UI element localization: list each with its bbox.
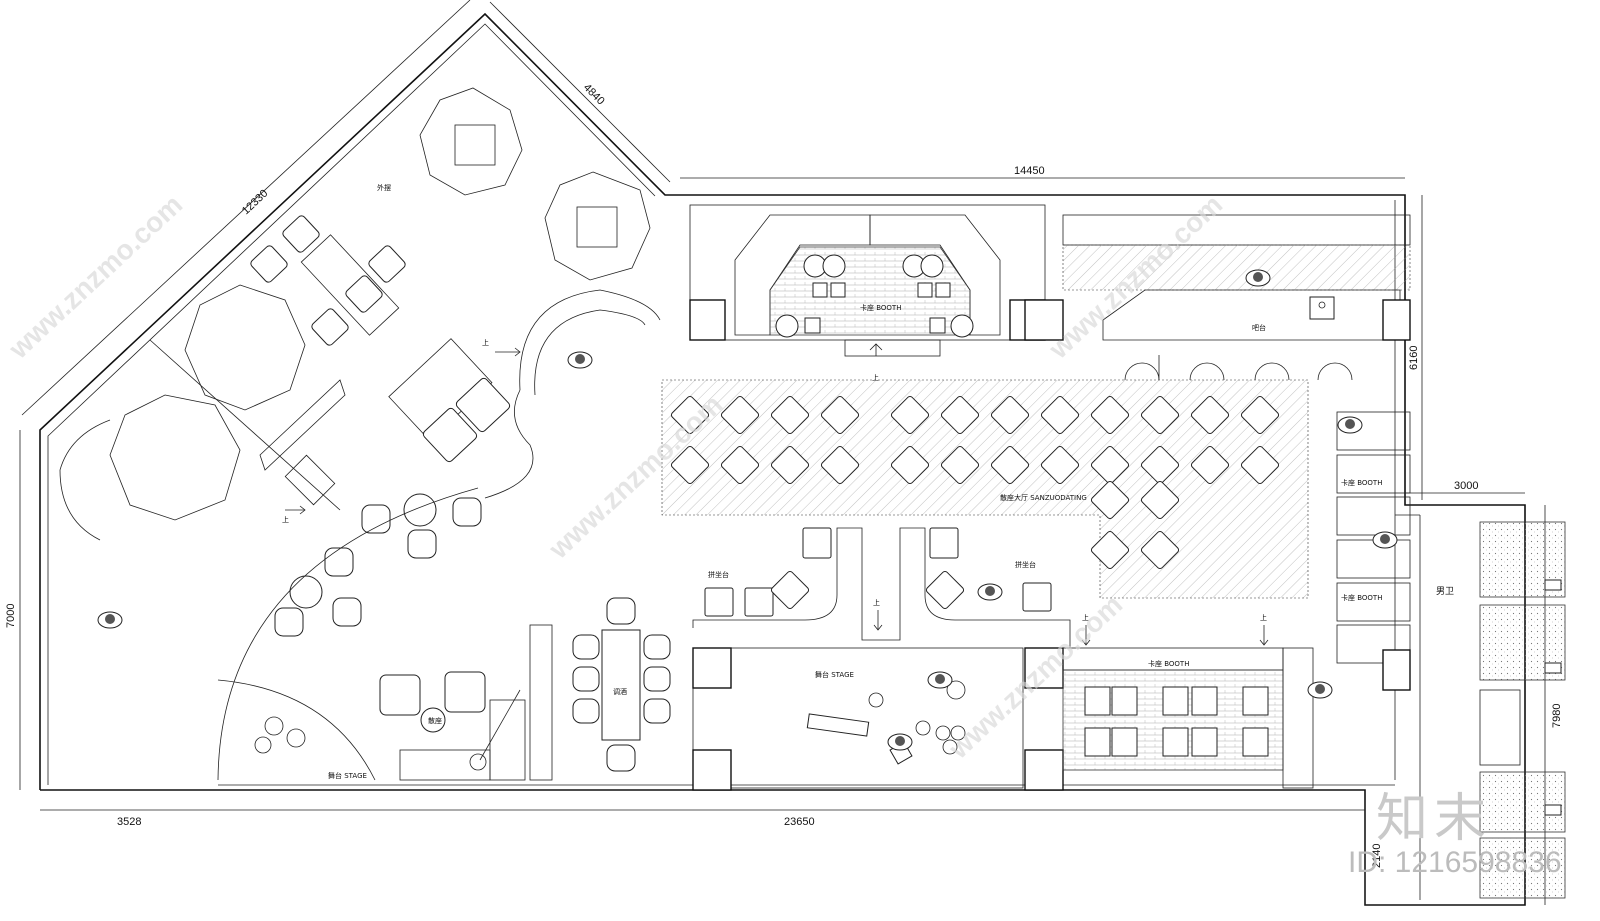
outdoor-area: [59, 87, 661, 541]
left-stage: [217, 487, 479, 781]
dim-14450: 14450: [1014, 165, 1045, 177]
label-up-3: 上: [873, 598, 880, 607]
label-mixing: 调酒: [613, 687, 627, 696]
label-up-5: 上: [1260, 613, 1267, 622]
up-arrows: [285, 347, 1269, 646]
label-up-4: 上: [1082, 613, 1089, 622]
share-tables: [692, 527, 1071, 648]
label-hall: 散座大厅 SANZUODATING: [1000, 493, 1087, 502]
label-stage-left: 舞台 STAGE: [328, 771, 367, 780]
dim-3528: 3528: [117, 816, 141, 828]
watermark-id: ID: 1216598836: [1348, 846, 1562, 879]
label-booth-right-2: 卡座 BOOTH: [1341, 593, 1382, 602]
bottom-booth: [1062, 647, 1314, 789]
loose-seating: [274, 493, 526, 781]
label-up-2: 上: [482, 338, 489, 347]
right-booth-column: [1336, 411, 1411, 691]
center-stage: [692, 647, 1064, 791]
dining-hall: [661, 379, 1309, 599]
label-booth-top: 卡座 BOOTH: [860, 303, 901, 312]
watermark-brand: 知末: [1376, 789, 1493, 849]
label-booth-right-1: 卡座 BOOTH: [1341, 478, 1382, 487]
label-stage-center: 舞台 STAGE: [815, 670, 854, 679]
bar-area: [1024, 214, 1411, 381]
dim-12330: 12330: [240, 188, 271, 218]
label-up-6: 上: [282, 515, 289, 524]
label-share-left: 拼坐台: [708, 570, 729, 579]
label-loose: 散座: [428, 716, 442, 725]
dim-23650: 23650: [784, 816, 815, 828]
label-bar: 吧台: [1252, 323, 1266, 332]
mens-restroom: [1479, 521, 1566, 899]
mixing-table: [529, 597, 671, 781]
dim-7000: 7000: [5, 604, 17, 628]
dim-2140: 2140: [1371, 844, 1383, 868]
label-outdoor: 外摆: [377, 183, 391, 192]
dim-6160: 6160: [1408, 346, 1420, 370]
label-share-right: 拼坐台: [1015, 560, 1036, 569]
label-booth-bottom: 卡座 BOOTH: [1148, 659, 1189, 668]
dim-7980: 7980: [1551, 704, 1563, 728]
label-mens: 男卫: [1436, 586, 1454, 597]
dim-3000: 3000: [1454, 480, 1478, 492]
dim-4840: 4840: [581, 82, 607, 108]
top-booth-room: [689, 204, 1046, 357]
label-up-1: 上: [872, 373, 879, 382]
